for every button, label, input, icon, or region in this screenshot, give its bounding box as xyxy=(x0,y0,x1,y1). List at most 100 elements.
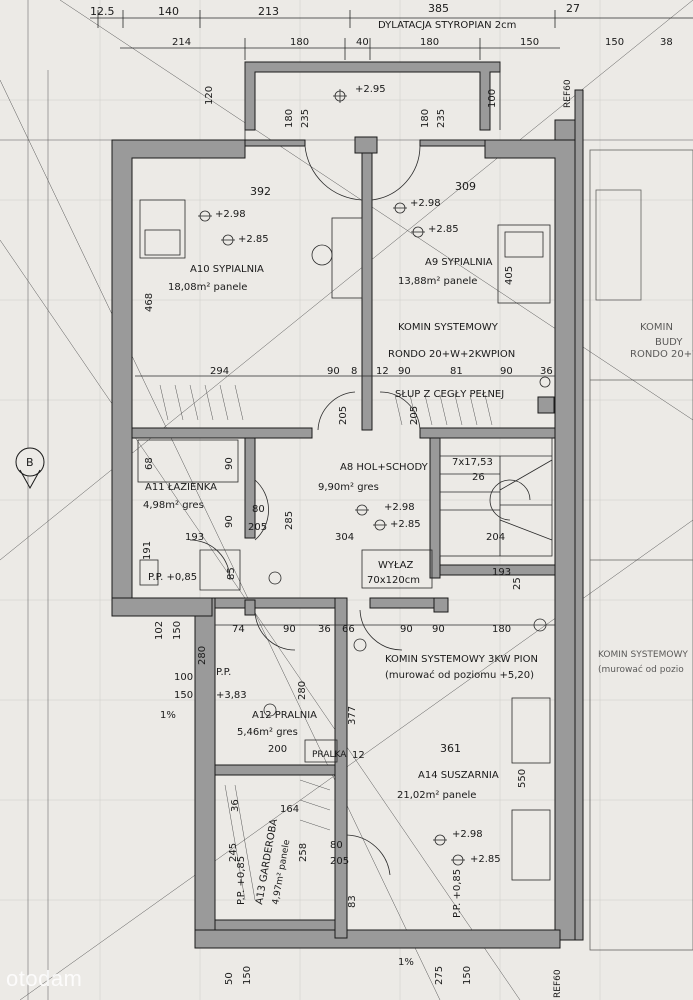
dim-235-bal-b: 235 xyxy=(436,109,447,128)
pp-pralnia-label: P.P. xyxy=(216,667,231,678)
dim-90-3: 90 xyxy=(500,366,513,377)
dim-205-2: 205 xyxy=(409,406,420,425)
dim-90-5: 90 xyxy=(224,515,235,528)
dim-36: 36 xyxy=(540,366,553,377)
dim-150-b: 150 xyxy=(174,690,193,701)
right-komin2-b: (murować od pozio xyxy=(598,664,684,675)
toilet xyxy=(139,559,159,586)
room-a8-area: 9,90m² gres xyxy=(318,482,379,493)
dim-180-top-b: 180 xyxy=(420,37,439,48)
pp-suszarnia: P.P. +0,85 xyxy=(452,869,463,918)
right-komin2: KOMIN SYSTEMOWY xyxy=(598,650,688,660)
dim-280-a: 280 xyxy=(197,646,208,665)
dim-12-5: 12.5 xyxy=(90,5,115,18)
dim-12-b: 12 xyxy=(352,750,365,761)
dim-191: 191 xyxy=(142,541,153,560)
level-a9-298: +2.98 xyxy=(410,198,441,209)
dim-12: 12 xyxy=(376,366,389,377)
furniture xyxy=(137,199,551,881)
level-markers: +2.98 +2.85 +2.98 +2.85 +2.98 +2.85 +2.9… xyxy=(198,198,501,866)
slope-mark: 1% xyxy=(160,710,176,721)
room-a12-area: 5,46m² gres xyxy=(237,727,298,738)
bed-a9 xyxy=(497,224,551,304)
dim-100-b: 100 xyxy=(174,672,193,683)
dim-280-b: 280 xyxy=(297,681,308,700)
dim-245: 245 xyxy=(228,843,239,862)
stairs-label: 7x17,53 xyxy=(452,457,493,468)
dim-150-top: 150 xyxy=(520,37,539,48)
dim-385: 385 xyxy=(428,2,449,15)
dim-83: 83 xyxy=(347,895,358,908)
level-hall-298: +2.98 xyxy=(384,502,415,513)
chimney-1 xyxy=(537,396,555,414)
room-a9-area: 13,88m² panele xyxy=(398,276,477,287)
wylaz-label: WYŁAZ xyxy=(378,560,413,571)
dim-27: 27 xyxy=(566,2,580,15)
room-a14-height: 550 xyxy=(517,769,528,788)
room-a11-dim: 193 xyxy=(185,532,204,543)
room-a9-width: 309 xyxy=(455,180,476,193)
dim-150-d: 150 xyxy=(242,966,253,985)
interior-dimensions: 294 90 8 12 90 81 90 36 205 205 68 90 80… xyxy=(135,366,555,985)
dim-81: 81 xyxy=(450,366,463,377)
room-a9-height: 405 xyxy=(504,266,515,285)
dim-90-4: 90 xyxy=(224,457,235,470)
annotations: KOMIN SYSTEMOWY RONDO 20+W+2KWPION SŁUP … xyxy=(160,322,555,968)
bed-a10 xyxy=(139,199,186,259)
level-a10-298: +2.98 xyxy=(215,209,246,220)
level-a9-285: +2.85 xyxy=(428,224,459,235)
chair xyxy=(311,244,333,266)
dim-204: 204 xyxy=(486,532,505,543)
room-a10-width: 392 xyxy=(250,185,271,198)
slope-mark-2: 1% xyxy=(398,957,414,968)
dim-205-3: 205 xyxy=(248,522,267,533)
level-balcony: +2.95 xyxy=(355,84,386,95)
dim-90-1: 90 xyxy=(327,366,340,377)
bathtub xyxy=(137,439,239,483)
dim-74: 74 xyxy=(232,624,245,635)
dim-102: 102 xyxy=(154,621,165,640)
level-hall-285: +2.85 xyxy=(390,519,421,530)
balcony: +2.95 120 180 235 180 235 100 xyxy=(204,61,501,140)
room-a8-name: A8 HOL+SCHODY xyxy=(340,462,429,473)
dim-68: 68 xyxy=(144,457,155,470)
dim-right-38: 38 xyxy=(660,37,673,48)
level-a10-285: +2.85 xyxy=(238,234,269,245)
door-swings xyxy=(189,145,421,876)
room-a8-dim: 304 xyxy=(335,532,354,543)
dim-213: 213 xyxy=(258,5,279,18)
room-a10-area: 18,08m² panele xyxy=(168,282,247,293)
shower xyxy=(199,549,241,591)
dim-80-b: 80 xyxy=(330,840,343,851)
washing-machine xyxy=(304,739,338,763)
ref60-top: REF60 xyxy=(563,79,573,108)
komin-rondo: RONDO 20+W+2KWPION xyxy=(388,349,515,360)
staircase: 7x17,53 26 204 xyxy=(439,437,553,557)
dim-8: 8 xyxy=(351,366,357,377)
slup-note: SŁUP Z CEGŁY PEŁNEJ xyxy=(395,389,504,400)
room-a12-dim: 200 xyxy=(268,744,287,755)
dim-275: 275 xyxy=(434,966,445,985)
dim-40: 40 xyxy=(356,37,369,48)
dim-120: 120 xyxy=(204,86,215,105)
dim-180-bal-b: 180 xyxy=(420,109,431,128)
dim-214: 214 xyxy=(172,37,191,48)
dim-90-7: 90 xyxy=(400,624,413,635)
watermark-logo: otodam xyxy=(6,966,83,991)
komin-note: KOMIN SYSTEMOWY xyxy=(398,322,499,333)
dim-150-a: 150 xyxy=(172,621,183,640)
dim-294: 294 xyxy=(210,366,229,377)
dim-180-top: 180 xyxy=(290,37,309,48)
komin2-note-b: (murować od poziomu +5,20) xyxy=(385,669,534,681)
dim-377: 377 xyxy=(347,706,358,725)
pp-pralnia-level: +3,83 xyxy=(216,690,247,701)
room-a14-name: A14 SUSZARNIA xyxy=(418,770,499,781)
dim-66: 66 xyxy=(342,624,355,635)
dylatacja-note: DYLATACJA STYROPIAN 2cm xyxy=(378,20,516,31)
dim-90-8: 90 xyxy=(432,624,445,635)
komin2-note: KOMIN SYSTEMOWY 3KW PION xyxy=(385,654,538,665)
wylaz-dim: 70x120cm xyxy=(367,575,420,586)
right-rondo: RONDO 20+W xyxy=(630,349,693,360)
right-budy: BUDY xyxy=(655,337,683,348)
dim-258: 258 xyxy=(298,843,309,862)
